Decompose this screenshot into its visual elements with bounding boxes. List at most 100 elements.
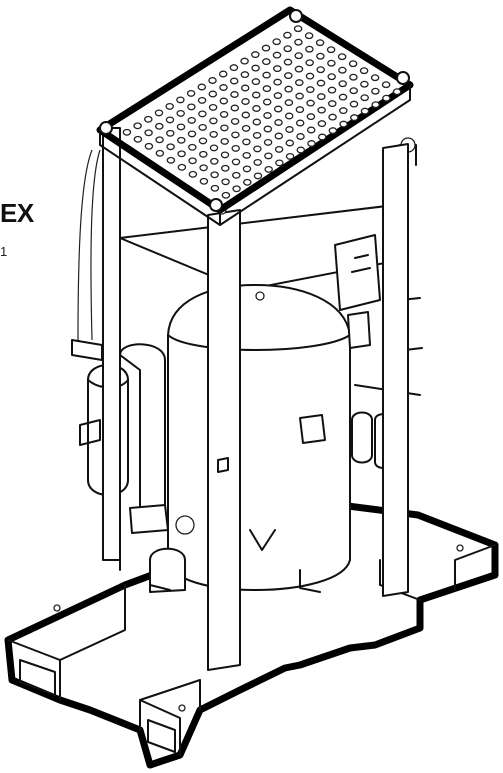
vent-hole bbox=[251, 64, 260, 72]
vent-hole bbox=[285, 152, 295, 160]
vent-hole bbox=[122, 128, 132, 136]
vent-hole bbox=[230, 104, 240, 112]
vent-hole bbox=[229, 64, 239, 72]
vent-hole bbox=[392, 88, 402, 96]
vent-hole bbox=[295, 106, 305, 114]
vent-hole bbox=[327, 59, 336, 67]
vent-hole bbox=[241, 124, 251, 132]
vent-hole bbox=[371, 101, 380, 109]
cropped-title-text: EX bbox=[0, 198, 34, 228]
vent-hole bbox=[294, 38, 303, 46]
vent-hole bbox=[241, 98, 250, 105]
vent-hole bbox=[284, 99, 294, 107]
vent-hole bbox=[165, 102, 174, 110]
vent-hole bbox=[252, 118, 262, 126]
vent-hole bbox=[382, 94, 391, 102]
vent-hole bbox=[328, 127, 338, 135]
vent-hole bbox=[317, 120, 327, 128]
vent-hole bbox=[221, 191, 231, 199]
vent-hole bbox=[338, 80, 347, 88]
vent-hole bbox=[251, 51, 260, 59]
perforated-top-plate bbox=[96, 6, 414, 226]
vent-hole bbox=[198, 110, 207, 118]
vent-hole bbox=[188, 157, 197, 165]
vent-hole bbox=[381, 81, 391, 89]
vent-hole bbox=[296, 146, 306, 154]
vent-hole bbox=[242, 165, 252, 173]
vent-hole bbox=[264, 152, 273, 160]
vent-hole bbox=[360, 107, 370, 115]
vent-hole bbox=[305, 72, 315, 80]
vent-hole bbox=[188, 170, 198, 178]
vent-hole bbox=[285, 126, 294, 133]
vent-hole bbox=[339, 120, 348, 128]
vent-hole bbox=[155, 136, 164, 144]
vent-hole bbox=[326, 46, 336, 54]
vent-hole bbox=[154, 109, 164, 117]
vent-hole bbox=[273, 92, 283, 100]
vent-hole bbox=[251, 78, 261, 86]
vent-hole bbox=[284, 85, 293, 93]
vent-hole bbox=[262, 98, 272, 106]
vent-hole bbox=[242, 138, 251, 146]
vent-hole bbox=[209, 144, 219, 152]
vent-hole bbox=[350, 114, 359, 122]
vent-hole bbox=[263, 112, 272, 119]
vent-hole bbox=[253, 172, 263, 180]
vent-hole bbox=[284, 112, 294, 120]
receiver-tank bbox=[167, 284, 351, 591]
vent-hole bbox=[241, 111, 251, 119]
vent-hole bbox=[317, 93, 326, 101]
vent-hole bbox=[295, 92, 304, 100]
vent-hole bbox=[220, 151, 230, 159]
vent-hole bbox=[240, 71, 250, 79]
vent-hole bbox=[229, 77, 239, 85]
vent-hole bbox=[274, 119, 283, 126]
vent-hole bbox=[219, 97, 229, 105]
vent-hole bbox=[253, 145, 262, 153]
vent-hole bbox=[177, 163, 187, 171]
vent-hole bbox=[370, 74, 380, 82]
vent-hole bbox=[349, 87, 358, 95]
vent-hole bbox=[177, 150, 186, 158]
vent-hole bbox=[232, 185, 241, 193]
vent-hole bbox=[231, 158, 241, 166]
vent-hole bbox=[284, 72, 293, 80]
vent-hole bbox=[176, 96, 185, 104]
vent-hole bbox=[338, 93, 348, 101]
vent-hole bbox=[187, 130, 197, 138]
vent-hole bbox=[219, 84, 228, 91]
vent-hole bbox=[198, 123, 207, 131]
vent-hole bbox=[176, 109, 185, 117]
vent-hole bbox=[327, 73, 336, 81]
vent-hole bbox=[349, 100, 359, 108]
vent-hole bbox=[231, 144, 240, 152]
vent-hole bbox=[305, 59, 314, 67]
vent-hole bbox=[316, 79, 326, 87]
vent-hole bbox=[209, 130, 218, 138]
vent-hole bbox=[199, 164, 208, 172]
vent-hole bbox=[360, 94, 369, 102]
vent-hole bbox=[261, 44, 271, 52]
vent-hole bbox=[274, 132, 284, 140]
vent-hole bbox=[155, 149, 165, 157]
vent-hole bbox=[220, 137, 229, 145]
vent-hole bbox=[328, 113, 337, 121]
vent-hole bbox=[283, 31, 292, 39]
vent-hole bbox=[155, 122, 164, 130]
vent-hole bbox=[317, 106, 326, 114]
vent-hole bbox=[197, 83, 207, 91]
vent-hole bbox=[210, 157, 219, 165]
vent-hole bbox=[306, 113, 316, 121]
vent-hole bbox=[230, 91, 239, 98]
vent-hole bbox=[263, 125, 273, 133]
vent-hole bbox=[371, 87, 380, 95]
vent-hole bbox=[144, 129, 153, 137]
vent-hole bbox=[263, 138, 273, 146]
vent-hole bbox=[348, 60, 358, 68]
vent-hole bbox=[316, 52, 325, 60]
vent-hole bbox=[315, 39, 325, 47]
vent-hole bbox=[133, 135, 143, 143]
